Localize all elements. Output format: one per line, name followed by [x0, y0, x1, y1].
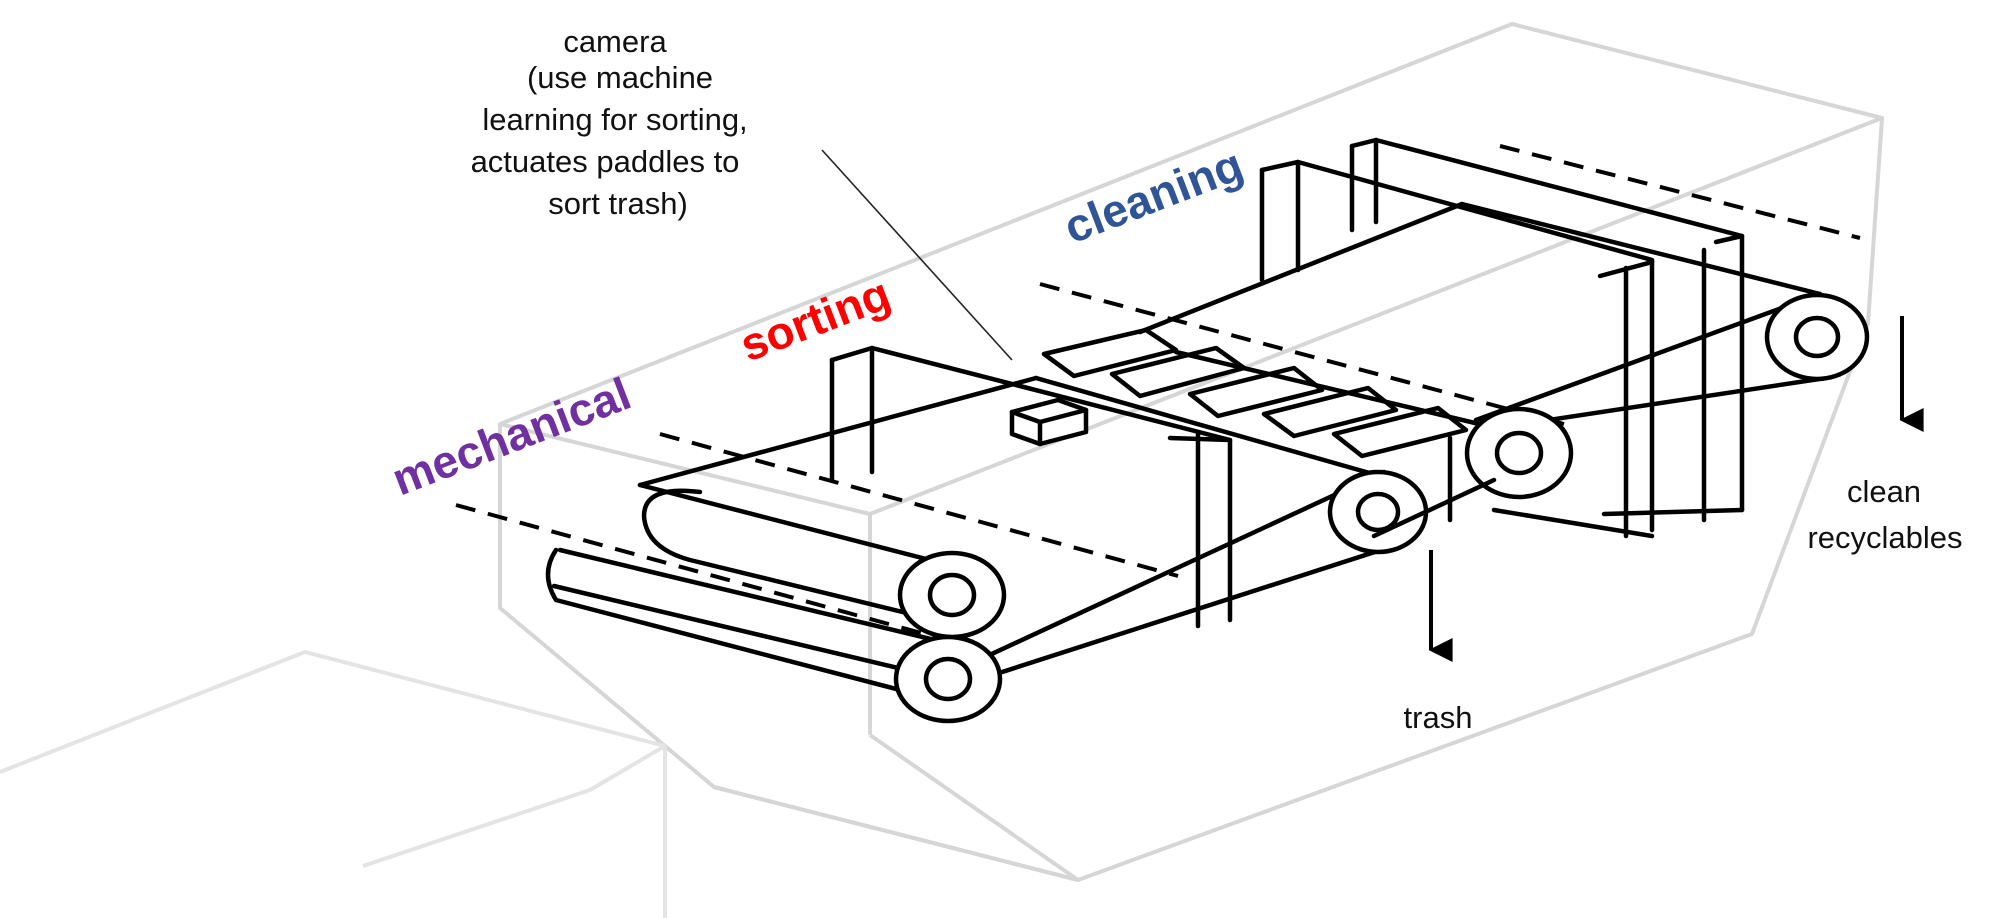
- camera-title: camera: [563, 24, 667, 59]
- camera-pointer-line: [821, 149, 1013, 361]
- camera-box: [1009, 397, 1089, 447]
- stage-boundary-lines: [455, 144, 1861, 649]
- sorting-paddles: [1041, 327, 1469, 459]
- output-label-trash: trash: [1404, 700, 1473, 735]
- camera-description-line-4: sort trash): [548, 186, 688, 221]
- camera-description-line-2: learning for sorting,: [482, 102, 747, 137]
- feed-hopper-outline: [0, 649, 667, 918]
- stage-label-cleaning: cleaning: [1057, 138, 1250, 253]
- sorting-frame: [829, 345, 1453, 629]
- stage-label-mechanical: mechanical: [385, 367, 638, 505]
- camera-description-line-3: actuates paddles to: [471, 144, 740, 179]
- output-label-clean: clean: [1847, 474, 1921, 509]
- machine-housing: [498, 22, 1884, 882]
- cleaning-frame: [1259, 137, 1745, 539]
- output-label-recyclables: recyclables: [1807, 520, 1962, 555]
- cleaning-conveyor: [1137, 201, 1870, 500]
- camera-description-line-1: (use machine: [527, 60, 713, 95]
- main-conveyor: [545, 375, 1497, 724]
